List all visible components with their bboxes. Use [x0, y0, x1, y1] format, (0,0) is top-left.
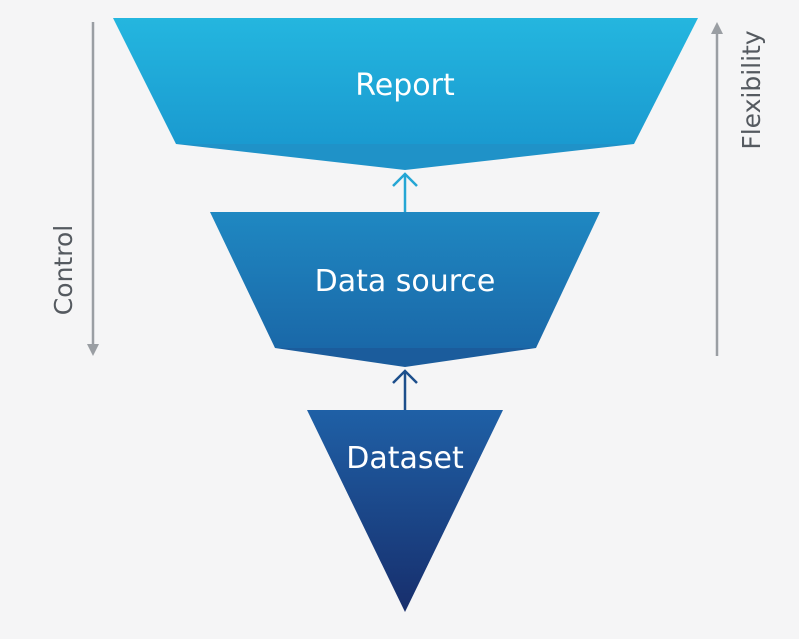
layer-dataset: Dataset — [307, 410, 503, 612]
control-label: Control — [49, 225, 78, 315]
layer-report: Report — [113, 18, 698, 170]
layer-label-report: Report — [355, 68, 455, 103]
layer-label-dataset: Dataset — [346, 441, 464, 476]
flexibility-label: Flexibility — [737, 30, 766, 150]
control-arrow — [87, 22, 99, 356]
arrow-dataset-to-datasource — [392, 369, 418, 410]
layer-data-source: Data source — [210, 212, 600, 367]
arrow-datasource-to-report — [392, 172, 418, 212]
layer-label-data-source: Data source — [315, 264, 496, 299]
flexibility-arrow — [711, 22, 723, 356]
